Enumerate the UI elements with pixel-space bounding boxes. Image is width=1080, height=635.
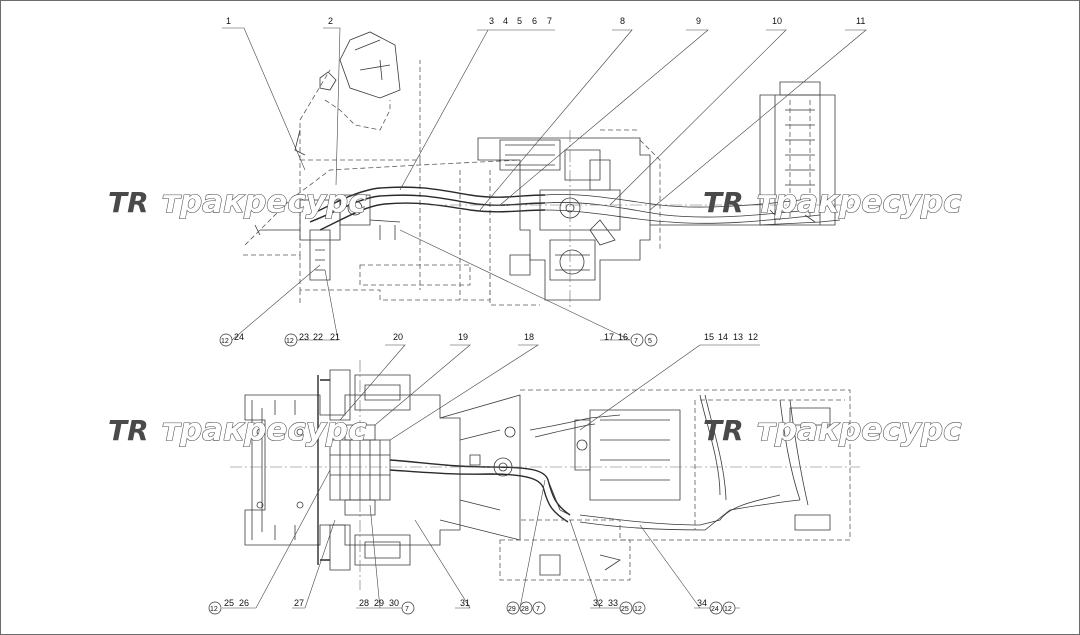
callout-7-b: 7 bbox=[405, 606, 409, 613]
callout-22: 22 bbox=[313, 332, 323, 342]
callout-12-f: 12 bbox=[724, 606, 732, 613]
bottom-callout-labels: 20 19 18 15 14 13 12 12 25 26 27 28 29 3… bbox=[208, 332, 758, 615]
callout-12-b: 12 bbox=[286, 338, 294, 345]
callout-20: 20 bbox=[393, 332, 403, 342]
callout-15: 15 bbox=[704, 332, 714, 342]
callout-5-circle: 5 bbox=[648, 338, 652, 345]
callout-8: 8 bbox=[620, 16, 625, 26]
callout-7-c: 7 bbox=[536, 606, 540, 613]
callout-25-circle: 25 bbox=[621, 606, 629, 613]
callout-24-circle: 24 bbox=[711, 606, 719, 613]
watermark-bottom-right: TR тракресурс bbox=[703, 411, 963, 448]
callout-2: 2 bbox=[328, 16, 333, 26]
callout-34: 34 bbox=[697, 598, 707, 608]
callout-12-e: 12 bbox=[634, 606, 642, 613]
callout-1: 1 bbox=[226, 16, 231, 26]
callout-27: 27 bbox=[294, 598, 304, 608]
callout-5: 5 bbox=[517, 16, 522, 26]
watermark-bottom-left: TR тракресурс bbox=[108, 411, 368, 448]
callout-25: 25 bbox=[224, 598, 234, 608]
callout-26: 26 bbox=[239, 598, 249, 608]
callout-4: 4 bbox=[503, 16, 508, 26]
callout-13: 13 bbox=[733, 332, 743, 342]
watermark-logo: TR bbox=[108, 414, 149, 447]
callout-7: 7 bbox=[547, 16, 552, 26]
callout-32: 32 bbox=[593, 598, 603, 608]
callout-12-c: 12 bbox=[748, 332, 758, 342]
callout-30: 30 bbox=[389, 598, 399, 608]
callout-12-d: 12 bbox=[210, 606, 218, 613]
callout-14: 14 bbox=[718, 332, 728, 342]
callout-24: 24 bbox=[234, 332, 244, 342]
callout-19: 19 bbox=[458, 332, 468, 342]
callout-18: 18 bbox=[524, 332, 534, 342]
callout-12-a: 12 bbox=[221, 338, 229, 345]
top-callout-leaders bbox=[222, 27, 867, 341]
callout-21: 21 bbox=[330, 332, 340, 342]
callout-33: 33 bbox=[608, 598, 618, 608]
watermark-text: тракресурс bbox=[162, 184, 367, 220]
top-callout-labels: 1 2 3 4 5 6 7 8 9 10 11 12 24 12 23 22 2… bbox=[219, 16, 865, 347]
callout-23: 23 bbox=[299, 332, 309, 342]
watermark-logo: TR bbox=[703, 186, 744, 219]
watermark-text: тракресурс bbox=[162, 412, 367, 448]
callout-6: 6 bbox=[532, 16, 537, 26]
watermark-logo: TR bbox=[108, 186, 149, 219]
watermark-top-left: TR тракресурс bbox=[108, 183, 368, 220]
watermark-logo: TR bbox=[703, 414, 744, 447]
callout-29-circle: 29 bbox=[508, 606, 516, 613]
callout-29: 29 bbox=[374, 598, 384, 608]
callout-31: 31 bbox=[460, 598, 470, 608]
bottom-callout-leaders bbox=[222, 344, 760, 609]
top-view bbox=[243, 31, 860, 310]
watermark-top-right: TR тракресурс bbox=[703, 183, 963, 220]
bottom-view bbox=[230, 360, 860, 590]
callout-11: 11 bbox=[856, 16, 865, 26]
callout-7-circle: 7 bbox=[634, 338, 638, 345]
callout-10: 10 bbox=[772, 16, 782, 26]
callout-28-circle: 28 bbox=[521, 606, 529, 613]
callout-28: 28 bbox=[359, 598, 369, 608]
callout-16: 16 bbox=[618, 332, 628, 342]
callout-3: 3 bbox=[489, 16, 494, 26]
callout-17: 17 bbox=[604, 332, 614, 342]
watermark-text: тракресурс bbox=[757, 412, 962, 448]
callout-9: 9 bbox=[696, 16, 701, 26]
watermark-text: тракресурс bbox=[757, 184, 962, 220]
